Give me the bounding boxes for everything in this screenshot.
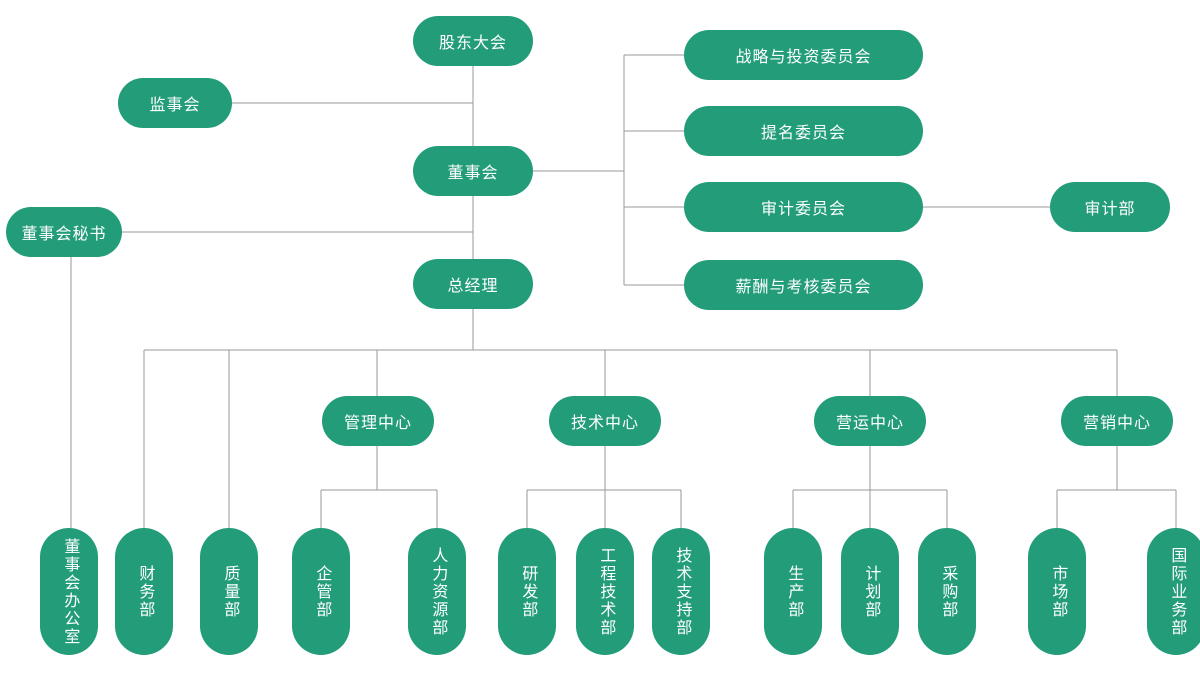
node-market-department-label: 市场部 (1049, 564, 1067, 619)
node-board-office[interactable]: 董事会办公室 (40, 528, 98, 655)
node-management-center[interactable]: 管理中心 (322, 396, 434, 446)
node-marketing-center-label: 营销中心 (1082, 415, 1151, 432)
node-audit-committee[interactable]: 审计委员会 (684, 182, 923, 232)
node-shareholders-label: 股东大会 (438, 35, 507, 52)
node-shareholders[interactable]: 股东大会 (413, 16, 533, 66)
node-engineering-technology-department-label: 工程技术部 (597, 546, 615, 637)
node-production-department-label: 生产部 (785, 564, 803, 619)
node-technical-support-department[interactable]: 技术支持部 (652, 528, 710, 655)
node-strategy-investment-committee[interactable]: 战略与投资委员会 (684, 30, 923, 80)
node-technology-center[interactable]: 技术中心 (549, 396, 661, 446)
node-human-resources-department-label: 人力资源部 (429, 546, 447, 637)
node-board-secretary-label: 董事会秘书 (21, 226, 107, 243)
node-compensation-committee-label: 薪酬与考核委员会 (735, 279, 872, 296)
node-engineering-technology-department[interactable]: 工程技术部 (576, 528, 634, 655)
node-production-department[interactable]: 生产部 (764, 528, 822, 655)
node-market-department[interactable]: 市场部 (1028, 528, 1086, 655)
node-rnd-department-label: 研发部 (519, 564, 537, 619)
node-board[interactable]: 董事会 (413, 146, 533, 196)
node-rnd-department[interactable]: 研发部 (498, 528, 556, 655)
node-board-office-label: 董事会办公室 (61, 537, 79, 646)
node-finance-department-label: 财务部 (136, 564, 154, 619)
node-nomination-committee[interactable]: 提名委员会 (684, 106, 923, 156)
node-supervisors[interactable]: 监事会 (118, 78, 232, 128)
node-technology-center-label: 技术中心 (570, 415, 639, 432)
node-enterprise-management-department[interactable]: 企管部 (292, 528, 350, 655)
node-finance-department[interactable]: 财务部 (115, 528, 173, 655)
node-compensation-committee[interactable]: 薪酬与考核委员会 (684, 260, 923, 310)
node-quality-department[interactable]: 质量部 (200, 528, 258, 655)
node-planning-department[interactable]: 计划部 (841, 528, 899, 655)
node-marketing-center[interactable]: 营销中心 (1061, 396, 1173, 446)
node-operations-center-label: 营运中心 (835, 415, 904, 432)
node-enterprise-management-department-label: 企管部 (313, 564, 331, 619)
node-management-center-label: 管理中心 (343, 415, 412, 432)
node-general-manager-label: 总经理 (447, 278, 499, 295)
node-technical-support-department-label: 技术支持部 (673, 546, 691, 637)
node-strategy-investment-committee-label: 战略与投资委员会 (735, 49, 872, 66)
node-planning-department-label: 计划部 (862, 564, 880, 619)
node-international-business-department[interactable]: 国际业务部 (1147, 528, 1200, 655)
node-board-secretary[interactable]: 董事会秘书 (6, 207, 122, 257)
node-audit-department[interactable]: 审计部 (1050, 182, 1170, 232)
node-procurement-department-label: 采购部 (939, 564, 957, 619)
node-nomination-committee-label: 提名委员会 (760, 125, 846, 142)
node-procurement-department[interactable]: 采购部 (918, 528, 976, 655)
node-general-manager[interactable]: 总经理 (413, 259, 533, 309)
node-supervisors-label: 监事会 (149, 97, 201, 114)
node-operations-center[interactable]: 营运中心 (814, 396, 926, 446)
node-international-business-department-label: 国际业务部 (1168, 546, 1186, 637)
node-audit-department-label: 审计部 (1084, 201, 1136, 218)
node-board-label: 董事会 (447, 165, 499, 182)
node-audit-committee-label: 审计委员会 (760, 201, 846, 218)
node-human-resources-department[interactable]: 人力资源部 (408, 528, 466, 655)
node-quality-department-label: 质量部 (221, 564, 239, 619)
